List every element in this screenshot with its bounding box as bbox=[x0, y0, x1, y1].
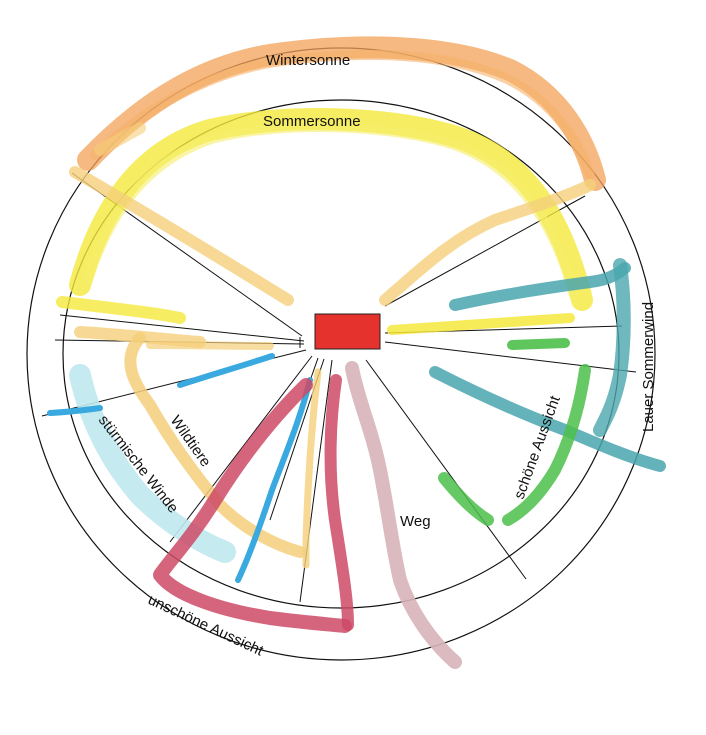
label-wintersonne: Wintersonne bbox=[266, 52, 350, 69]
lauer-sommerwind-strokes bbox=[429, 258, 666, 472]
wintersonne-stroke bbox=[77, 36, 606, 191]
sun-rays-light-orange bbox=[69, 166, 596, 350]
unschoene-aussicht-strokes bbox=[153, 374, 354, 633]
house-rectangle-icon bbox=[314, 313, 381, 350]
blue-strokes bbox=[47, 353, 313, 583]
schoene-aussicht-strokes bbox=[438, 338, 591, 526]
sommersonne-stroke bbox=[56, 108, 593, 335]
label-weg: Weg bbox=[400, 513, 431, 530]
label-sommersonne: Sommersonne bbox=[263, 113, 361, 130]
label-lauer-sommerwind: Lauer Sommerwind bbox=[640, 302, 657, 432]
weg-stroke bbox=[345, 361, 462, 669]
